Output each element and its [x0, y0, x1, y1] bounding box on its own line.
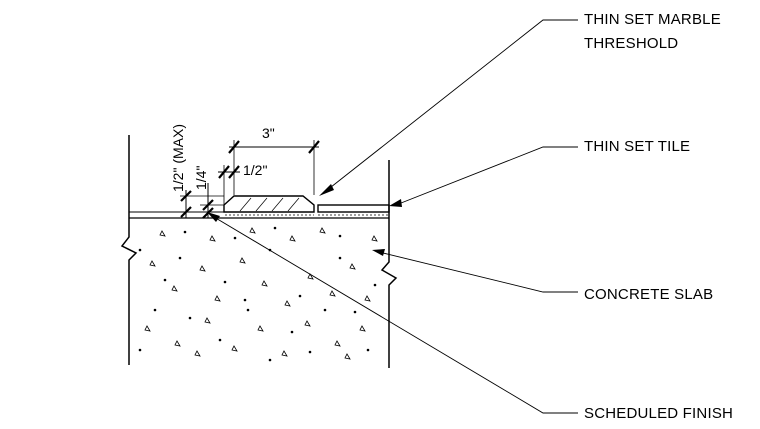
aggregate-mark: [149, 260, 156, 267]
aggregate-dot: [246, 308, 250, 312]
label-threshold-line1: THIN SET MARBLE: [584, 11, 721, 28]
aggregate-dot: [338, 256, 342, 260]
aggregate-mark: [159, 230, 166, 237]
dimension-half-inch-bevel: [218, 165, 240, 205]
dimension-half-max-text: 1/2" (MAX): [170, 124, 186, 192]
aggregate-dot: [183, 230, 187, 234]
aggregate-mark: [144, 325, 151, 332]
aggregate-dot: [218, 338, 222, 342]
concrete-slab: [120, 135, 398, 368]
aggregate-dot: [188, 316, 192, 320]
aggregate-dot: [338, 234, 342, 238]
aggregate-mark: [239, 257, 246, 264]
aggregate-mark: [199, 265, 206, 272]
leader-tile: [389, 146, 578, 207]
aggregate-mark: [307, 273, 314, 280]
aggregate-dot: [233, 236, 237, 240]
thin-set-tile: [317, 204, 390, 216]
aggregate-mark: [214, 295, 221, 302]
aggregate-dot: [138, 348, 142, 352]
aggregate-mark: [284, 300, 291, 307]
aggregate-dot: [308, 350, 312, 354]
dimension-3in: [228, 140, 320, 195]
label-threshold-line2: THRESHOLD: [584, 35, 678, 52]
aggregate-dot: [138, 248, 142, 252]
aggregate-mark: [304, 320, 311, 327]
aggregate-mark: [231, 345, 238, 352]
aggregate-dot: [163, 278, 167, 282]
aggregate-dot: [290, 330, 294, 334]
aggregate-mark: [319, 227, 326, 234]
dimension-3in-text: 3": [262, 125, 275, 141]
aggregate-dot: [243, 298, 247, 302]
aggregate-mark: [329, 290, 336, 297]
label-tile: THIN SET TILE: [584, 138, 690, 155]
dimension-quarter-text: 1/4": [193, 166, 209, 190]
aggregate-dot: [153, 308, 157, 312]
aggregate-mark: [349, 263, 356, 270]
aggregate-mark: [334, 340, 341, 347]
dimension-vertical: [180, 183, 224, 219]
aggregate-dot: [323, 308, 327, 312]
aggregate-dot: [223, 280, 227, 284]
concrete-aggregate-pattern: [138, 226, 378, 362]
aggregate-dot: [178, 256, 182, 260]
aggregate-dot: [353, 310, 357, 314]
aggregate-mark: [364, 295, 371, 302]
dimension-half-inch-text: 1/2": [243, 162, 267, 178]
leader-threshold: [319, 19, 578, 196]
aggregate-mark: [359, 325, 366, 332]
aggregate-dot: [268, 358, 272, 362]
aggregate-mark: [371, 235, 378, 242]
aggregate-mark: [249, 227, 256, 234]
aggregate-mark: [204, 317, 211, 324]
aggregate-mark: [174, 340, 181, 347]
aggregate-mark: [344, 353, 351, 360]
aggregate-dot: [298, 294, 302, 298]
aggregate-mark: [194, 350, 201, 357]
leader-finish: [207, 212, 578, 414]
aggregate-dot: [373, 283, 377, 287]
label-slab: CONCRETE SLAB: [584, 286, 713, 303]
aggregate-mark: [257, 325, 264, 332]
aggregate-dot: [366, 348, 370, 352]
marble-threshold: [223, 195, 315, 216]
leader-slab: [372, 249, 578, 293]
aggregate-mark: [171, 285, 178, 292]
aggregate-mark: [281, 350, 288, 357]
aggregate-dot: [273, 226, 277, 230]
aggregate-mark: [209, 235, 216, 242]
aggregate-mark: [261, 280, 268, 287]
aggregate-mark: [289, 235, 296, 242]
label-finish: SCHEDULED FINISH: [584, 405, 733, 422]
